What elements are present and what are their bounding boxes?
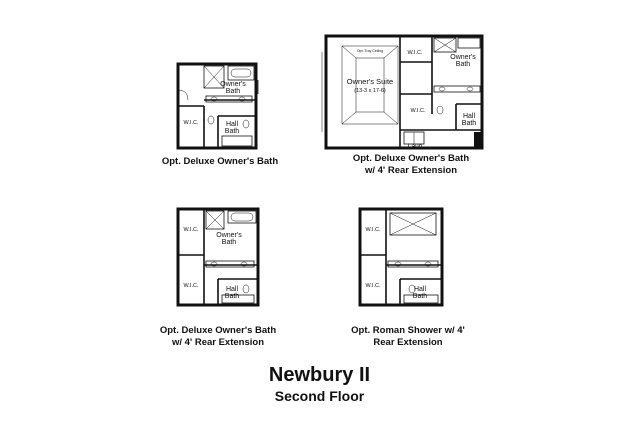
label-owners-bath: Owner's (216, 232, 242, 239)
page-title: Newbury II (268, 364, 371, 386)
label-wic-top: W.I.C. (366, 227, 381, 233)
label-wic-bottom: W.I.C. (366, 283, 381, 289)
label-ceiling: Opt. Tray Ceiling (357, 49, 383, 53)
label-wic-top: W.I.C. (184, 227, 199, 233)
label-hall-bath: Hall (463, 113, 476, 120)
caption-plan-4: Opt. Roman Shower w/ 4' Rear Extension (328, 325, 488, 349)
label-laundry: Laun. (408, 143, 424, 150)
caption-line-2: w/ 4' Rear Extension (171, 337, 264, 348)
label-wic: W.I.C. (184, 120, 199, 126)
label-wic-bottom: W.I.C. (184, 283, 199, 289)
caption-line-1: Opt. Roman Shower w/ 4' (351, 325, 465, 336)
caption-plan-2: Opt. Deluxe Owner's Bath w/ 4' Rear Exte… (331, 153, 491, 177)
caption-plan-3: Opt. Deluxe Owner's Bath w/ 4' Rear Exte… (138, 325, 298, 349)
label-owners-bath: Owner's (450, 54, 476, 61)
caption-line-1: Opt. Deluxe Owner's Bath (159, 325, 277, 336)
label-owners-suite: Owner's Suite (347, 77, 393, 86)
floor-plan-drawing: W.I.C. Owner's Bath W.I.C. Hall Bath (176, 207, 260, 307)
plan-deluxe-owners-bath-rear-extension: W.I.C. Owner's Bath W.I.C. Hall Bath (174, 205, 266, 310)
label-hall-bath-2: Bath (413, 293, 428, 300)
label-owners-bath-2: Bath (222, 239, 237, 246)
floor-plan-drawing: Opt. Tray Ceiling Owner's Suite (13-3 x … (321, 34, 484, 150)
floor-plan-drawing: Owner's Bath W.I.C. Hall Bath (176, 62, 259, 150)
caption-line-1: Opt. Deluxe Owner's Bath (352, 153, 470, 164)
caption-line-2: Rear Extension (373, 337, 443, 348)
label-hall-bath-2: Bath (225, 128, 240, 135)
label-owners-bath-2: Bath (226, 88, 241, 95)
page-subtitle: Second Floor (274, 388, 365, 404)
plan-deluxe-owners-bath-rear-extension-suite: Opt. Tray Ceiling Owner's Suite (13-3 x … (320, 32, 490, 152)
label-wic-top: W.I.C. (408, 50, 423, 56)
label-hall-bath: Hall (226, 286, 239, 293)
plan-deluxe-owners-bath: Owner's Bath W.I.C. Hall Bath (174, 60, 264, 152)
label-owners-suite-dims: (13-3 x 17-6) (354, 88, 386, 94)
plan-roman-shower-rear-extension: W.I.C. W.I.C. Hall Bath (356, 205, 450, 310)
label-owners-bath-2: Bath (456, 61, 471, 68)
caption-plan-1: Opt. Deluxe Owner's Bath (140, 156, 300, 168)
caption-line-1: Opt. Deluxe Owner's Bath (161, 156, 279, 167)
label-wic-mid: W.I.C. (411, 108, 426, 114)
label-hall-bath: Hall (226, 121, 239, 128)
label-hall-bath: Hall (414, 286, 427, 293)
label-owners-bath: Owner's (220, 81, 246, 88)
caption-line-2: w/ 4' Rear Extension (364, 165, 457, 176)
floor-plan-drawing: W.I.C. W.I.C. Hall Bath (358, 207, 444, 307)
label-hall-bath-2: Bath (225, 293, 240, 300)
label-hall-bath-2: Bath (462, 120, 477, 127)
